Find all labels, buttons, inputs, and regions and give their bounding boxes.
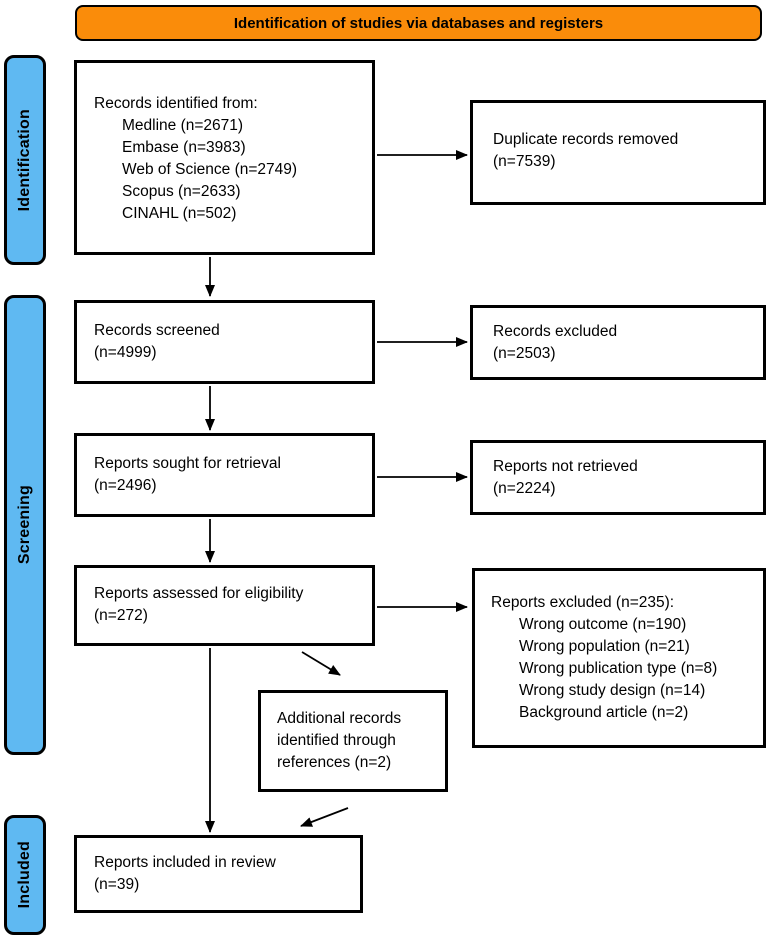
reports-not-retrieved-line1: Reports not retrieved [493, 458, 638, 475]
stage-label-identification: Identification [4, 55, 46, 265]
diagram-title: Identification of studies via databases … [233, 14, 604, 32]
additional-records-line2: identified through [277, 732, 396, 749]
records-identified-item: Medline (n=2671) [122, 117, 244, 134]
reports-included-line1: Reports included in review [94, 854, 276, 871]
stage-label-included: Included [4, 815, 46, 935]
reports-sought-line2: (n=2496) [94, 477, 157, 494]
records-excluded-line1: Records excluded [493, 323, 618, 340]
stage-label-screening: Screening [4, 295, 46, 755]
reports-included-line2: (n=39) [94, 876, 140, 893]
reports-excluded-item: Background article (n=2) [519, 704, 689, 721]
reports-excluded-item: Wrong outcome (n=190) [519, 616, 687, 633]
box-reports-included: Reports included in review (n=39) [74, 835, 363, 913]
duplicates-removed-line1: Duplicate records removed [493, 131, 679, 148]
records-identified-title: Records identified from: [94, 95, 258, 112]
additional-records-line1: Additional records [277, 710, 402, 727]
reports-not-retrieved-line2: (n=2224) [493, 480, 556, 497]
records-identified-item: Web of Science (n=2749) [122, 161, 298, 178]
box-records-screened: Records screened (n=4999) [74, 300, 375, 384]
records-identified-item: CINAHL (n=502) [122, 205, 237, 222]
duplicates-removed-line2: (n=7539) [493, 153, 556, 170]
box-duplicates-removed: Duplicate records removed (n=7539) [470, 100, 766, 205]
reports-excluded-title: Reports excluded (n=235): [491, 594, 675, 611]
stage-screening-text: Screening [16, 485, 33, 565]
reports-excluded-item: Wrong study design (n=14) [519, 682, 706, 699]
diagram-header-banner: Identification of studies via databases … [75, 5, 762, 41]
arrow-additional-to-included [300, 807, 349, 827]
reports-assessed-line1: Reports assessed for eligibility [94, 585, 304, 602]
stage-included-text: Included [16, 841, 33, 909]
reports-excluded-item: Wrong population (n=21) [519, 638, 690, 655]
records-screened-line2: (n=4999) [94, 344, 157, 361]
records-identified-item: Scopus (n=2633) [122, 183, 241, 200]
records-excluded-line2: (n=2503) [493, 345, 556, 362]
reports-assessed-line2: (n=272) [94, 607, 148, 624]
box-reports-not-retrieved: Reports not retrieved (n=2224) [470, 440, 766, 515]
box-reports-sought: Reports sought for retrieval (n=2496) [74, 433, 375, 517]
box-records-identified: Records identified from: Medline (n=2671… [74, 60, 375, 255]
arrow-assessed-to-additional [301, 651, 341, 676]
box-additional-records: Additional records identified through re… [258, 690, 448, 792]
records-screened-line1: Records screened [94, 322, 220, 339]
stage-identification-text: Identification [16, 108, 33, 212]
additional-records-line3: references (n=2) [277, 754, 392, 771]
reports-sought-line1: Reports sought for retrieval [94, 455, 281, 472]
records-identified-item: Embase (n=3983) [122, 139, 246, 156]
box-reports-excluded: Reports excluded (n=235): Wrong outcome … [472, 568, 766, 748]
box-reports-assessed: Reports assessed for eligibility (n=272) [74, 565, 375, 646]
reports-excluded-item: Wrong publication type (n=8) [519, 660, 718, 677]
box-records-excluded: Records excluded (n=2503) [470, 305, 766, 380]
